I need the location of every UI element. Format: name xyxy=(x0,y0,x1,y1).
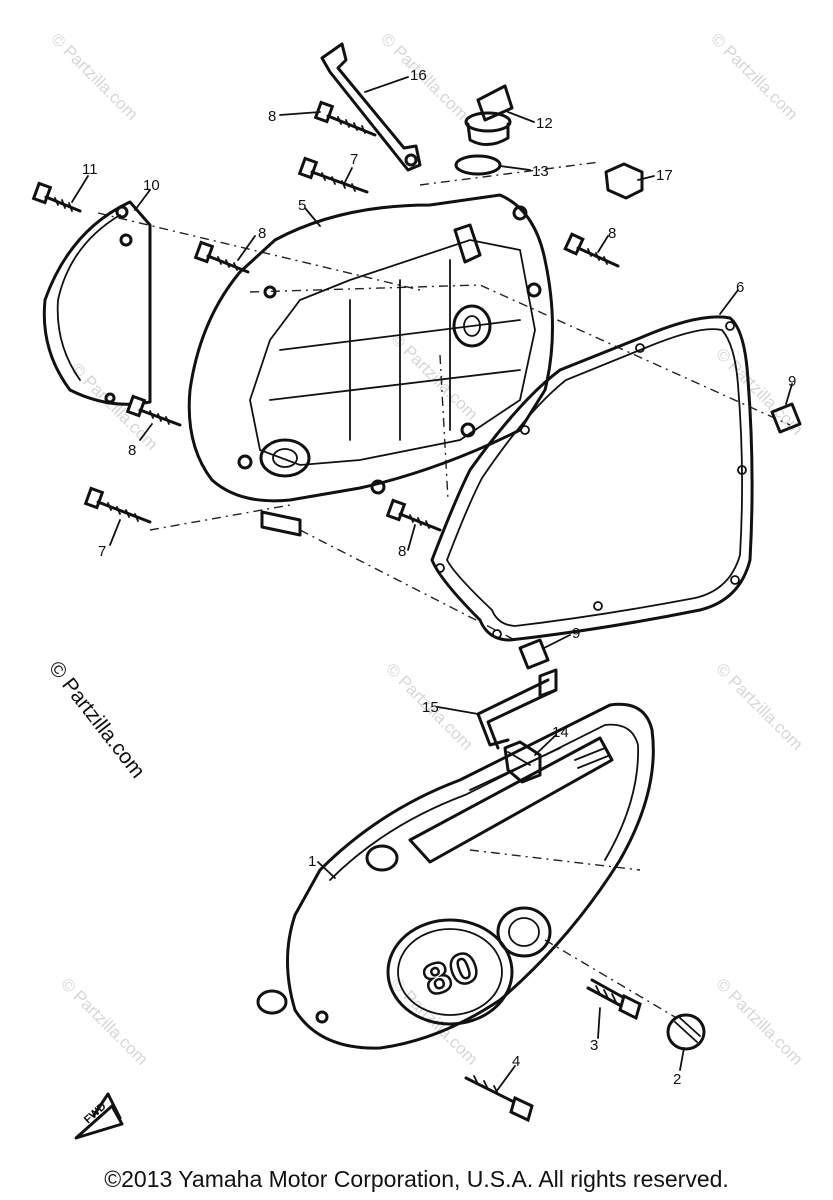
copyright-footer: ©2013 Yamaha Motor Corporation, U.S.A. A… xyxy=(104,1166,729,1192)
callout-labels: 16 8 12 7 13 17 11 10 5 8 8 6 9 8 7 8 9 … xyxy=(82,67,796,1088)
callout-3: 3 xyxy=(590,1037,598,1054)
part-8-bolt-right xyxy=(563,232,620,268)
watermark-tl: © Partzilla.com xyxy=(47,29,141,123)
callout-16: 16 xyxy=(410,67,427,84)
watermark-br: © Partzilla.com xyxy=(712,974,806,1068)
watermark-ml: © Partzilla.com xyxy=(67,359,161,453)
part-9-dowel-pins xyxy=(518,402,802,670)
callout-2: 2 xyxy=(673,1071,681,1088)
watermark-mr: © Partzilla.com xyxy=(712,344,806,438)
callout-8: 8 xyxy=(398,543,406,560)
part-10-side-plate xyxy=(42,200,152,406)
callout-8: 8 xyxy=(128,442,136,459)
callout-8: 8 xyxy=(608,225,616,242)
callout-6: 6 xyxy=(736,279,744,296)
part-8-bolt-lower xyxy=(385,498,442,532)
part-8-bolt-top xyxy=(313,100,377,137)
forward-direction-marker: FWD xyxy=(74,1092,124,1140)
callout-12: 12 xyxy=(536,115,553,132)
callout-1: 1 xyxy=(308,853,316,870)
leader-lines xyxy=(71,76,793,1093)
callout-17: 17 xyxy=(656,167,673,184)
callout-9: 9 xyxy=(788,373,796,390)
bolts xyxy=(31,100,620,532)
watermark-repeats: © Partzilla.com © Partzilla.com © Partzi… xyxy=(47,29,806,1068)
callout-9: 9 xyxy=(572,625,580,642)
watermark-lr: © Partzilla.com xyxy=(712,659,806,753)
part-8-bolt-midleft xyxy=(125,394,182,427)
watermark-tr: © Partzilla.com xyxy=(707,29,801,123)
part-8-bolt-left xyxy=(193,240,250,274)
callout-11: 11 xyxy=(82,161,98,178)
part-3-screw xyxy=(586,978,642,1021)
part-5-crankcase-cover xyxy=(187,193,554,537)
part-17-plug xyxy=(604,162,644,200)
alignment-lines xyxy=(97,161,791,1021)
callout-4: 4 xyxy=(512,1053,520,1070)
part-6-gasket xyxy=(430,315,754,642)
part-7-bolt-lower xyxy=(83,486,152,524)
part-16-bracket xyxy=(320,42,422,172)
part-12-filler-cap xyxy=(464,84,514,146)
part-13-o-ring xyxy=(454,154,502,176)
callout-8: 8 xyxy=(268,108,276,125)
part-11-bolt xyxy=(31,181,82,213)
callout-13: 13 xyxy=(532,163,549,180)
callout-5: 5 xyxy=(298,197,306,214)
watermark-side: © Partzilla.com xyxy=(44,657,149,783)
part-7-bolt-top xyxy=(297,156,369,194)
watermark-bl: © Partzilla.com xyxy=(57,974,151,1068)
part-2-cap xyxy=(666,1013,706,1051)
callout-10: 10 xyxy=(143,177,160,194)
callout-7: 7 xyxy=(350,151,358,168)
callout-14: 14 xyxy=(552,724,569,741)
callout-15: 15 xyxy=(422,699,439,716)
callout-7: 7 xyxy=(98,543,106,560)
part-1-outer-cover: 80 xyxy=(256,702,655,1050)
callout-8: 8 xyxy=(258,225,266,242)
part-15-tube xyxy=(476,668,558,750)
part-4-bolt xyxy=(464,1075,534,1123)
cover-badge-text: 80 xyxy=(417,944,485,1006)
